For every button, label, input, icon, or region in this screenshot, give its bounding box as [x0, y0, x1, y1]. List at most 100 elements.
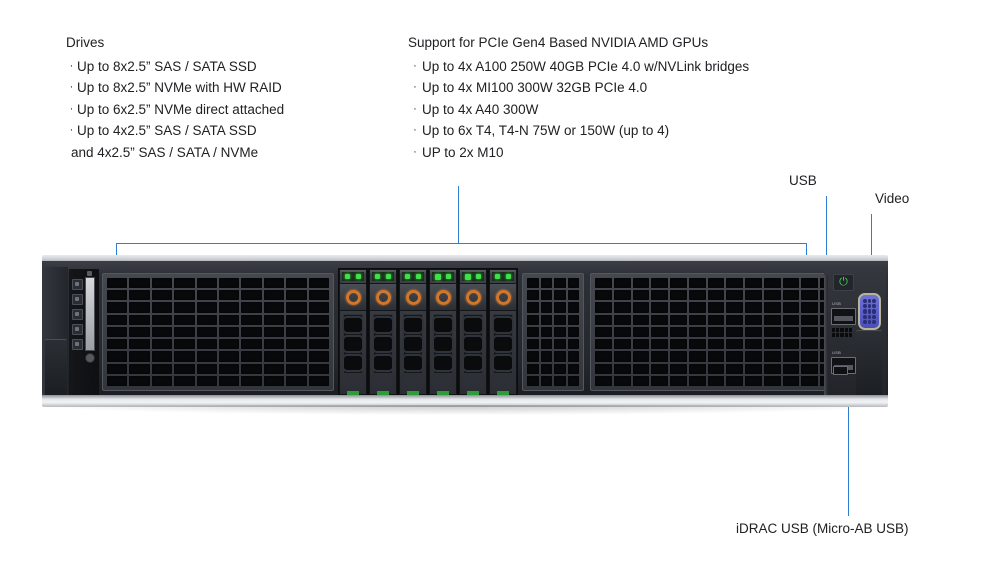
mesh-hex-icon: [432, 334, 454, 353]
vent-cell: [632, 278, 650, 289]
drive-bay-foot: [467, 391, 479, 395]
bullet-icon: ·: [69, 102, 74, 115]
vent-cell: [129, 278, 150, 289]
vent-cell: [540, 302, 552, 313]
mesh-hex-icon: [342, 354, 364, 373]
vent-cell: [196, 363, 217, 374]
status-led-memory-icon: [72, 324, 83, 335]
mesh-hex-icon: [432, 315, 454, 334]
vent-cell: [527, 290, 539, 301]
vent-cell: [670, 375, 687, 386]
left-ventilation-grille: [102, 273, 334, 391]
drive-release-latch[interactable]: [459, 283, 487, 311]
vent-cell: [613, 363, 631, 374]
video-callout-label: Video: [875, 191, 910, 206]
drive-release-latch[interactable]: [489, 283, 517, 311]
vent-cell: [196, 339, 217, 350]
vent-cell: [763, 314, 781, 325]
vent-cell: [782, 363, 800, 374]
vent-cell: [554, 290, 566, 301]
info-tag-knob[interactable]: [85, 353, 95, 363]
drive-carrier-mesh: [462, 314, 484, 374]
vent-cell: [151, 278, 173, 289]
vent-cell: [527, 339, 539, 350]
vent-cell: [174, 351, 195, 362]
io-panel-edge: [824, 275, 828, 403]
vent-cell: [632, 375, 650, 386]
left-rack-handle[interactable]: [45, 339, 67, 402]
vent-cell: [540, 363, 552, 374]
drive-carrier-label: [343, 376, 363, 389]
vent-cell: [286, 290, 307, 301]
vent-cell: [651, 314, 669, 325]
list-item: ·Up to 8x2.5” SAS / SATA SSD: [66, 56, 284, 78]
vent-cell: [670, 326, 687, 338]
vent-cell: [651, 375, 669, 386]
drive-release-latch[interactable]: [429, 283, 457, 311]
idrac-micro-usb-port[interactable]: [833, 366, 848, 375]
drive-release-latch[interactable]: [369, 283, 397, 311]
usb-port-top[interactable]: [831, 308, 856, 325]
drive-bay[interactable]: [489, 269, 517, 395]
gpu-item-2: Up to 4x A40 300W: [422, 101, 539, 117]
drive-release-latch[interactable]: [339, 283, 367, 311]
drive-bay[interactable]: [399, 269, 427, 395]
vent-cell: [241, 339, 262, 350]
usb-callout-label: USB: [789, 173, 817, 188]
bullet-icon: ·: [69, 81, 74, 93]
vent-cell: [726, 351, 744, 362]
drive-carrier-label: [403, 376, 423, 389]
vent-cell: [567, 290, 579, 301]
vent-cell: [670, 290, 687, 301]
front-io-panel: ⏻ USB USB: [824, 268, 886, 403]
vent-cell: [782, 302, 800, 313]
mesh-hex-icon: [402, 354, 424, 373]
right-rack-handle[interactable]: [856, 330, 882, 401]
vent-cell: [632, 363, 650, 374]
vent-cell: [726, 363, 744, 374]
drive-bay[interactable]: [339, 269, 367, 395]
drive-status-leds: [402, 272, 424, 281]
drive-release-latch[interactable]: [399, 283, 427, 311]
vent-cell: [174, 302, 195, 313]
bracket-riser: [458, 186, 460, 244]
list-item: ·Up to 4x A100 250W 40GB PCIe 4.0 w/NVLi…: [408, 56, 749, 78]
vent-cell: [726, 375, 744, 386]
drive-bay-foot: [377, 391, 389, 395]
drive-carrier-mesh: [432, 314, 454, 374]
mesh-hex-icon: [432, 354, 454, 373]
vent-cell: [241, 314, 262, 325]
vent-cell: [196, 314, 217, 325]
vent-cell: [801, 339, 819, 350]
drive-bay[interactable]: [369, 269, 397, 395]
bracket-horizontal: [116, 243, 807, 245]
vent-cell: [801, 314, 819, 325]
vent-cell: [801, 351, 819, 362]
vent-cell: [595, 290, 612, 301]
vga-video-port[interactable]: [858, 293, 881, 330]
latch-ring-icon: [465, 289, 481, 305]
vent-cell: [263, 302, 285, 313]
list-item: ·Up to 4x2.5” SAS / SATA SSD: [66, 120, 284, 142]
vent-cell: [707, 314, 725, 325]
drive-bay[interactable]: [429, 269, 457, 395]
vent-cell: [567, 326, 579, 338]
vent-cell: [595, 278, 612, 289]
bullet-icon: ·: [413, 102, 417, 115]
latch-ring-icon: [495, 289, 511, 305]
vent-cell: [554, 339, 566, 350]
vent-cell: [151, 339, 173, 350]
drive-carrier-label: [493, 376, 513, 389]
list-item: ·Up to 4x MI100 300W 32GB PCIe 4.0: [408, 77, 749, 99]
drive-status-led-icon: [416, 274, 421, 279]
drive-bay[interactable]: [459, 269, 487, 395]
control-panel[interactable]: [69, 269, 99, 399]
vent-cell: [782, 278, 800, 289]
power-button[interactable]: ⏻: [833, 274, 854, 291]
vent-cell: [308, 375, 329, 386]
list-item-continuation: and 4x2.5” SAS / SATA / NVMe: [66, 142, 284, 164]
vent-cell: [540, 314, 552, 325]
vent-cell: [632, 314, 650, 325]
mesh-hex-icon: [402, 334, 424, 353]
vent-cell: [707, 375, 725, 386]
